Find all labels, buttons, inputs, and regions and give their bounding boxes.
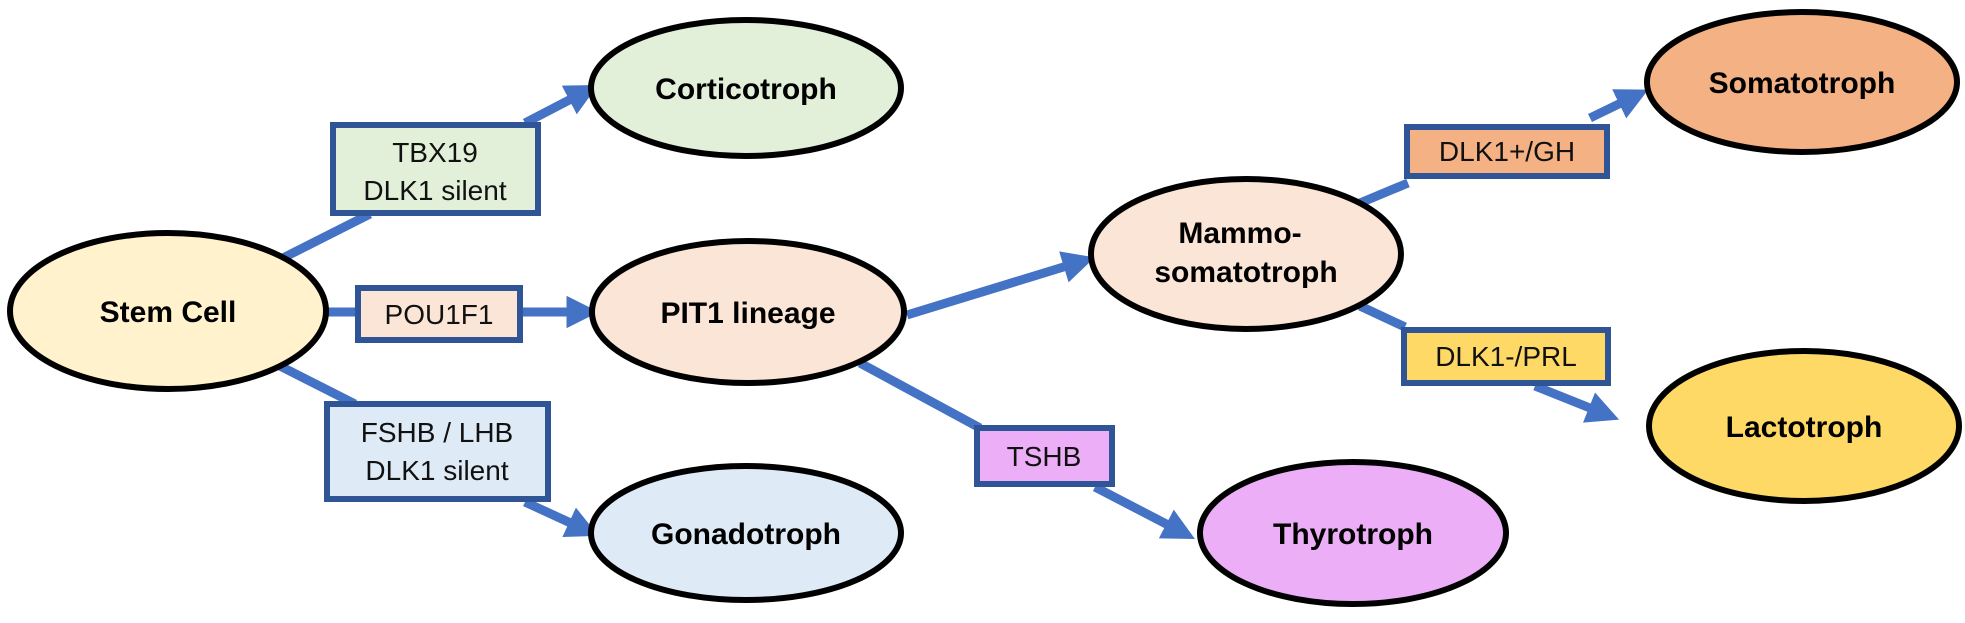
node-stem-cell: Stem Cell [7,230,329,392]
arrow-tbx19-to-corticotroph [522,85,598,127]
arrow-mammo-to-dlk1-gh [1358,178,1410,208]
dlk1-gh-label: DLK1+/GH [1439,136,1575,167]
node-pit1-lineage: PIT1 lineage [589,238,907,386]
arrow-stem-to-tbx19 [272,209,373,267]
mammosomatotroph-label-line2: somatotroph [1154,256,1337,289]
tbx19-label-line2: DLK1 silent [363,175,506,206]
arrow-dlk1-prl-to-lactotroph [1533,381,1620,423]
pou1f1-label: POU1F1 [385,299,494,330]
dlk1-prl-label: DLK1-/PRL [1435,341,1577,372]
factor-box-dlk1-prl: DLK1-/PRL [1401,327,1611,386]
fshb-lhb-box [324,401,551,502]
tshb-box [974,425,1115,487]
arrow-dlk1-gh-to-somatotroph [1588,89,1649,123]
factor-box-tshb: TSHB [974,425,1115,487]
node-gonadotroph: Gonadotroph [588,463,904,603]
gonadotroph-ellipse [588,463,904,603]
node-corticotroph: Corticotroph [588,17,904,159]
arrow-tshb-to-thyrotroph [1092,483,1196,539]
tshb-label: TSHB [1007,441,1082,472]
dlk1-gh-box [1404,124,1610,179]
pit1-lineage-ellipse [589,238,907,386]
arrow-mammo-to-dlk1-prl [1358,301,1407,332]
tbx19-box [330,122,541,216]
arrow-fshb-to-gonadotroph [523,497,599,538]
arrows [272,85,1649,539]
dlk1-prl-box [1401,327,1611,386]
fshb-lhb-label-line1: FSHB / LHB [361,417,513,448]
mammosomatotroph-ellipse [1088,176,1404,332]
arrow-pit1-to-tshb [857,359,983,432]
factor-box-tbx19: TBX19 DLK1 silent [330,122,541,216]
factor-box-pou1f1: POU1F1 [355,285,523,343]
thyrotroph-ellipse [1197,459,1509,607]
corticotroph-ellipse [588,17,904,159]
gonadotroph-label: Gonadotroph [651,518,841,551]
node-somatotroph: Somatotroph [1644,9,1960,155]
factor-box-dlk1-gh: DLK1+/GH [1404,124,1610,179]
node-mammosomatotroph: Mammo- somatotroph [1088,176,1404,332]
arrow-pit1-to-mammosomatotroph [905,251,1095,320]
fshb-lhb-label-line2: DLK1 silent [365,455,508,486]
pou1f1-box [355,285,523,343]
node-lactotroph: Lactotroph [1646,348,1962,504]
stem-cell-ellipse [7,230,329,392]
thyrotroph-label: Thyrotroph [1273,518,1433,551]
mammosomatotroph-label-line1: Mammo- [1178,217,1301,250]
somatotroph-ellipse [1644,9,1960,155]
lactotroph-label: Lactotroph [1726,411,1883,444]
factor-box-fshb-lhb: FSHB / LHB DLK1 silent [324,401,551,502]
lactotroph-ellipse [1646,348,1962,504]
somatotroph-label: Somatotroph [1709,67,1896,100]
corticotroph-label: Corticotroph [655,73,837,106]
arrow-stem-to-fshb [273,359,358,409]
node-thyrotroph: Thyrotroph [1197,459,1509,607]
tbx19-label-line1: TBX19 [392,137,478,168]
stem-cell-label: Stem Cell [100,296,237,329]
pit1-lineage-label: PIT1 lineage [660,297,835,330]
